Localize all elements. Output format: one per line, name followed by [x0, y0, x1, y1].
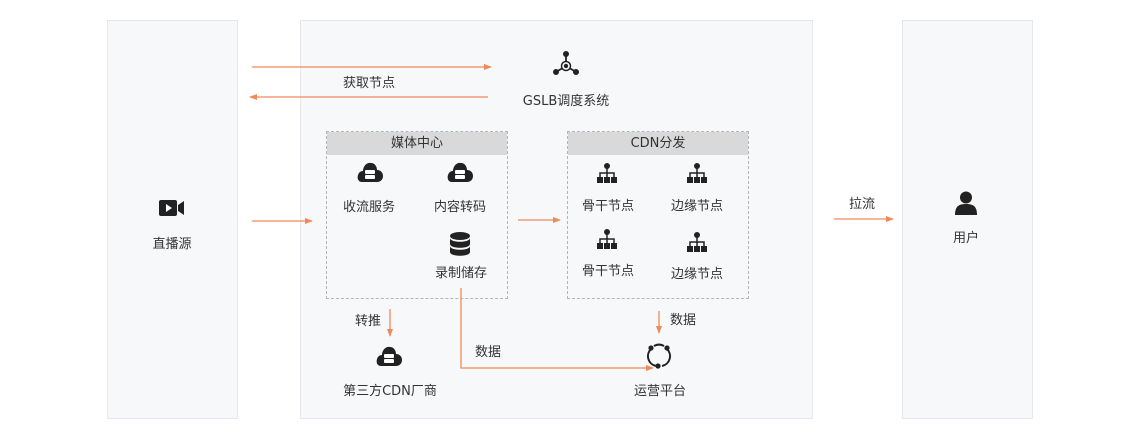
arrow-data-storage — [460, 288, 654, 371]
node-tree-icon — [687, 163, 707, 183]
user-panel — [902, 20, 1033, 419]
ops-platform-label: 运营平台 — [633, 384, 687, 399]
pull-label: 拉流 — [848, 197, 876, 212]
cloud-server-icon — [357, 162, 383, 182]
data-label: 数据 — [669, 313, 697, 328]
cycle-platform-icon — [646, 343, 672, 369]
cloud-server-icon — [376, 346, 402, 366]
third-party-cdn-label: 第三方CDN厂商 — [343, 384, 437, 399]
backbone-node-label: 骨干节点 — [581, 199, 635, 214]
media-center-box: 媒体中心 — [326, 131, 508, 299]
cloud-server-icon — [447, 162, 473, 182]
node-tree-icon — [597, 163, 617, 183]
source-panel — [107, 20, 238, 419]
network-hub-icon — [553, 51, 579, 75]
backbone-node-label: 骨干节点 — [581, 264, 635, 279]
database-icon — [450, 232, 470, 256]
node-tree-icon — [687, 232, 707, 252]
cdn-box: CDN分发 — [567, 131, 749, 299]
user-label: 用户 — [952, 231, 980, 246]
data-label: 数据 — [474, 345, 502, 360]
record-storage-label: 录制储存 — [434, 266, 488, 281]
edge-node-label: 边缘节点 — [670, 267, 724, 282]
media-center-title: 媒体中心 — [327, 132, 507, 155]
push-label: 转推 — [354, 314, 382, 329]
user-icon — [955, 191, 977, 215]
cdn-title: CDN分发 — [568, 132, 748, 155]
transcode-label: 内容转码 — [433, 200, 487, 215]
gslb-label: GSLB调度系统 — [522, 94, 610, 109]
source-label: 直播源 — [152, 237, 192, 252]
edge-node-label: 边缘节点 — [670, 199, 724, 214]
node-tree-icon — [597, 229, 617, 249]
ingest-label: 收流服务 — [342, 200, 396, 215]
fetch-node-label: 获取节点 — [342, 76, 396, 91]
video-camera-icon — [159, 200, 184, 216]
